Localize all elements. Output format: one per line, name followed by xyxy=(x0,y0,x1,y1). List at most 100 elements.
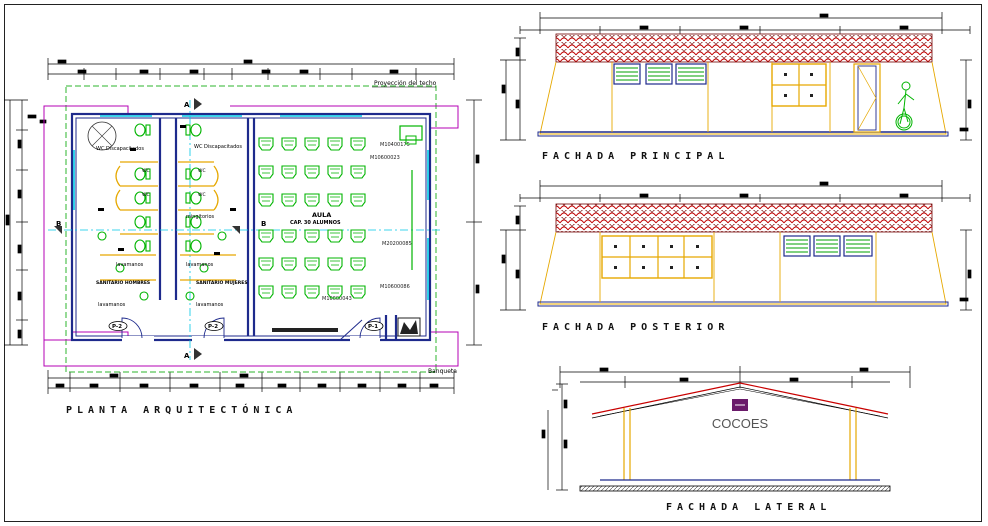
side-ground-hatch xyxy=(579,485,891,492)
plan-title: PLANTA ARQUITECTÓNICA xyxy=(66,405,298,416)
plan-right-dimensions xyxy=(466,99,482,346)
sheet-border xyxy=(4,4,982,522)
window-tag-4: M10600086 xyxy=(380,284,410,290)
door-tag-p2-left: P-2 xyxy=(112,324,122,330)
plan-bottom-dimensions xyxy=(47,370,455,394)
logo-text: COCOES xyxy=(712,416,769,431)
front-wall-outline xyxy=(539,61,947,135)
student-desk xyxy=(304,229,320,243)
student-desk xyxy=(258,137,274,151)
section-label-b-left: B xyxy=(56,220,61,228)
label-wc-accessible-left: WC Discapacitados xyxy=(96,146,144,152)
rear-elevation xyxy=(500,180,972,311)
student-desk xyxy=(281,229,297,243)
restroom-labels: WC Discapacitados WC Discapacitados ming… xyxy=(96,144,248,308)
door-tags: P-2 P-2 P-1 xyxy=(108,321,384,331)
section-label-a-bottom: A xyxy=(184,352,190,360)
label-classroom: AULA xyxy=(312,211,331,219)
student-desk xyxy=(304,257,320,271)
window-tag-1: M10400175 xyxy=(380,142,410,148)
side-dimensions xyxy=(541,366,911,491)
plan-annotations: Proyección del techo Banqueta xyxy=(372,80,457,375)
window-tag-5: M10600043 xyxy=(322,296,352,302)
student-desk xyxy=(258,285,274,299)
rear-dimensions xyxy=(500,180,972,311)
student-desk xyxy=(281,285,297,299)
student-desk xyxy=(350,285,366,299)
teacher-desk xyxy=(399,125,423,141)
restroom-fixtures: WC WC WC WC xyxy=(87,121,236,301)
rear-roof-tiles xyxy=(555,203,933,233)
student-desk xyxy=(350,257,366,271)
student-desk xyxy=(281,165,297,179)
label-wc-accessible-right: WC Discapacitados xyxy=(194,144,242,150)
section-label-a-top: A xyxy=(184,101,190,109)
wc-tag: WC xyxy=(198,192,206,198)
classroom-labels: AULA CAP. 30 ALUMNOS xyxy=(290,211,341,226)
student-desk xyxy=(350,137,366,151)
plan-left-dimensions xyxy=(4,99,47,346)
front-panel-window xyxy=(771,63,827,107)
student-desk xyxy=(327,193,343,207)
section-markers: B B A A xyxy=(54,98,266,360)
label-sinks-right-top: lavamanos xyxy=(186,262,214,268)
label-sinks-left: lavamanos xyxy=(116,262,144,268)
label-restroom-women: SANITARIO MUJERES xyxy=(196,280,248,286)
student-desk xyxy=(304,137,320,151)
student-desk xyxy=(258,257,274,271)
window-tag-3: M20200085 xyxy=(382,241,412,247)
label-classroom-capacity: CAP. 30 ALUMNOS xyxy=(290,220,341,226)
window-tags: M10400175 M10600023 M20200085 M10600086 … xyxy=(322,142,412,302)
student-desk xyxy=(304,285,320,299)
door-tag-p2-right: P-2 xyxy=(208,324,218,330)
front-louver-windows xyxy=(613,63,707,85)
wheelchair-turning-circle xyxy=(87,121,117,151)
label-sinks-right-bottom: lavamanos xyxy=(196,302,224,308)
cocoes-logo: COCOES xyxy=(712,399,769,431)
student-desk xyxy=(281,257,297,271)
student-desk xyxy=(327,229,343,243)
student-desk xyxy=(327,137,343,151)
label-urinals: mingitorios xyxy=(186,214,215,220)
front-dimensions xyxy=(500,12,972,141)
label-restroom-men: SANITARIO HOMBRES xyxy=(96,280,150,286)
rear-elevation-title: FACHADA POSTERIOR xyxy=(542,322,730,333)
front-door xyxy=(853,63,881,133)
student-desk xyxy=(327,165,343,179)
front-elevation xyxy=(500,12,972,141)
student-desk xyxy=(327,257,343,271)
plan-top-dimensions xyxy=(47,58,455,80)
rear-wall-outline xyxy=(539,231,947,305)
student-desk xyxy=(258,165,274,179)
floor-plan: M10400175 M10600023 M20200085 M10600086 … xyxy=(4,58,482,394)
label-sidewalk: Banqueta xyxy=(428,368,457,375)
walls xyxy=(70,112,432,342)
rear-panel-windows xyxy=(601,235,713,279)
front-roof-tiles xyxy=(555,33,933,63)
student-desk xyxy=(281,193,297,207)
door-tag-p1: P-1 xyxy=(368,324,378,330)
human-scale-figure xyxy=(895,81,915,131)
side-roof xyxy=(591,382,889,419)
front-elevation-title: FACHADA PRINCIPAL xyxy=(542,151,730,162)
student-desk xyxy=(304,165,320,179)
student-desk xyxy=(327,285,343,299)
classroom-details xyxy=(272,125,423,341)
student-desk xyxy=(350,165,366,179)
wc-tag: WC xyxy=(142,192,150,198)
roof-projection-line xyxy=(65,85,437,373)
doors xyxy=(121,317,381,339)
student-desk xyxy=(258,229,274,243)
label-sinks-left-bottom: lavamanos xyxy=(98,302,126,308)
student-desk xyxy=(304,193,320,207)
student-desk xyxy=(281,137,297,151)
side-elevation: COCOES xyxy=(541,366,911,492)
student-desk xyxy=(350,229,366,243)
side-columns xyxy=(623,408,857,480)
windows xyxy=(73,115,429,300)
label-roof-projection: Proyección del techo xyxy=(374,80,437,87)
wc-tag: WC xyxy=(142,168,150,174)
section-label-b-right: B xyxy=(261,220,266,228)
